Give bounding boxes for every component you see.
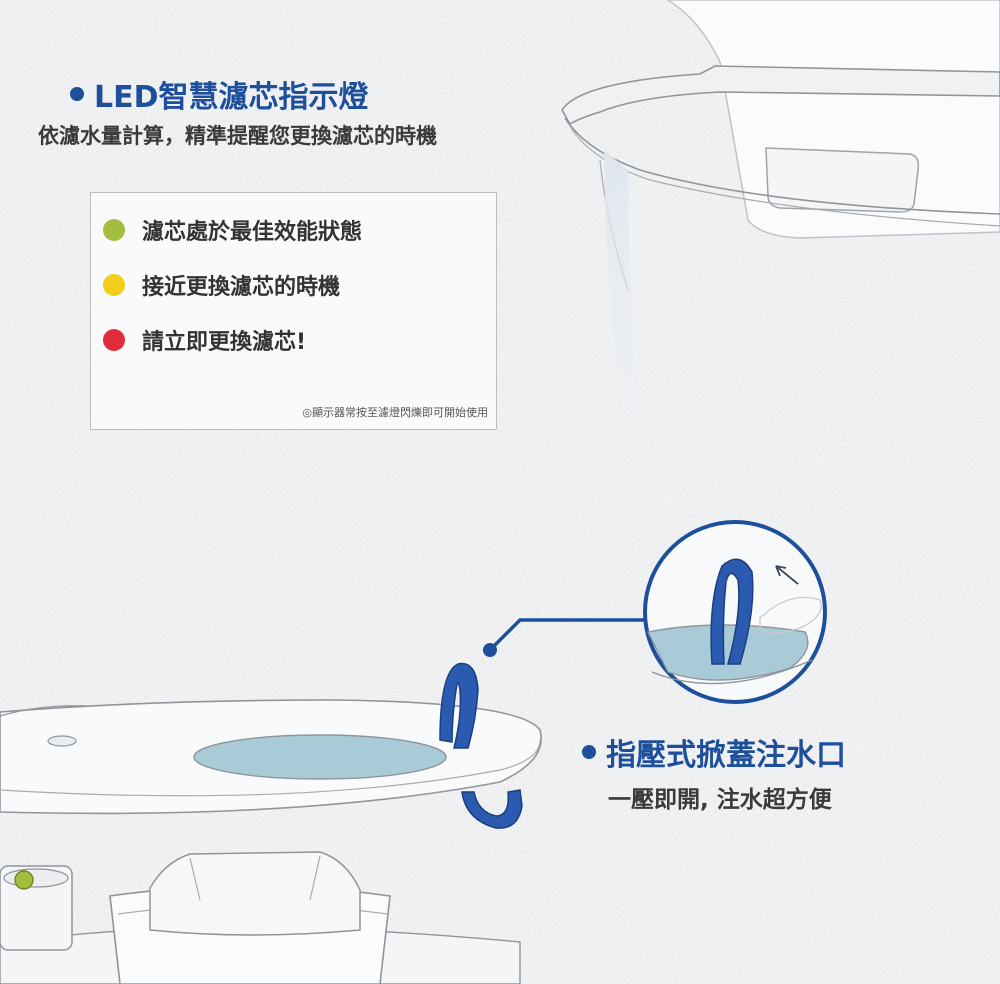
bullet-dot-icon xyxy=(70,87,84,101)
legend-item-green: 濾芯處於最佳效能狀態 xyxy=(103,214,362,246)
led-legend-box: 濾芯處於最佳效能狀態 接近更換濾芯的時機 請立即更換濾芯! ◎顯示器常按至濾燈閃… xyxy=(90,192,497,430)
lid-section-title: 指壓式掀蓋注水口 xyxy=(582,730,846,774)
zoom-detail xyxy=(483,520,827,704)
legend-item-label: 接近更換濾芯的時機 xyxy=(142,275,341,300)
green-light-icon xyxy=(103,219,125,241)
lid-section-subtitle: 一壓即開, 注水超方便 xyxy=(608,787,832,813)
pitcher-illustration xyxy=(561,0,1000,520)
legend-item-red: 請立即更換濾芯! xyxy=(103,324,306,356)
led-indicator xyxy=(14,870,34,890)
red-light-icon xyxy=(103,329,125,351)
legend-item-label: 請立即更換濾芯! xyxy=(142,330,307,355)
lid-title-text: 指壓式掀蓋注水口 xyxy=(606,738,846,773)
bullet-dot-icon xyxy=(582,745,596,759)
filter-cartridge-illustration xyxy=(0,851,521,984)
yellow-light-icon xyxy=(103,274,125,296)
legend-item-label: 濾芯處於最佳效能狀態 xyxy=(142,220,363,245)
legend-note: ◎顯示器常按至濾燈閃爍即可開始使用 xyxy=(302,406,488,419)
lid-illustration xyxy=(0,662,542,829)
led-title-text: LED智慧濾芯指示燈 xyxy=(94,80,369,115)
led-section-subtitle: 依濾水量計算，精準提醒您更換濾芯的時機 xyxy=(38,124,437,148)
led-section-title: LED智慧濾芯指示燈 xyxy=(70,72,369,116)
legend-item-yellow: 接近更換濾芯的時機 xyxy=(103,269,340,301)
